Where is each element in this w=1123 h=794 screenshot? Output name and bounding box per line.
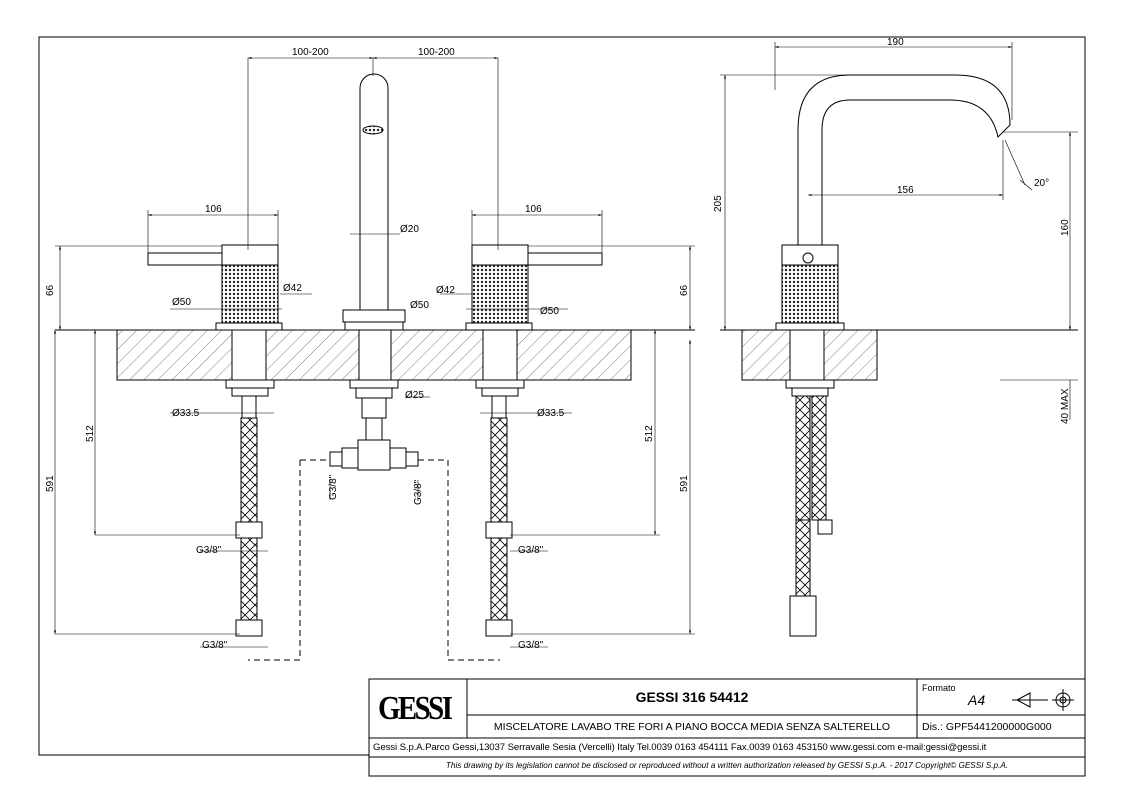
dim-side-spout-height: 160 — [1060, 219, 1071, 236]
dim-tee-right: G3/8" — [413, 479, 424, 505]
dim-handle-right: 106 — [525, 204, 542, 215]
left-hose — [235, 417, 263, 637]
format-value: A4 — [968, 692, 986, 708]
gessi-logo: GESSI — [378, 684, 460, 734]
dim-total-right: 591 — [679, 475, 690, 492]
right-hose — [485, 417, 513, 637]
dim-thread-right-top: G3/8" — [518, 545, 544, 556]
dim-shank-left: Ø33.5 — [172, 408, 200, 419]
title-block — [368, 678, 1086, 777]
dim-spacing-right: 100-200 — [418, 47, 455, 58]
dim-total-left: 591 — [45, 475, 56, 492]
page-frame — [38, 36, 1086, 756]
dim-spout-base: Ø50 — [410, 300, 429, 311]
dim-thread-left-top: G3/8" — [196, 545, 222, 556]
dim-hose-left: 512 — [85, 425, 96, 442]
drawing-number: Dis.: GPF5441200000G000 — [922, 721, 1052, 733]
front-view — [55, 73, 695, 661]
dim-flange-right: Ø50 — [540, 306, 559, 317]
dim-side-deck: 40 MAX — [1060, 388, 1071, 424]
side-view — [720, 74, 1078, 637]
dim-thread-left-bottom: G3/8" — [202, 640, 228, 651]
dim-flange-left: Ø50 — [172, 297, 191, 308]
gessi-logo-text: GESSI — [378, 690, 453, 727]
dim-body-left: Ø42 — [283, 283, 302, 294]
product-description: MISCELATORE LAVABO TRE FORI A PIANO BOCC… — [493, 721, 891, 733]
spout — [329, 73, 419, 471]
dimension-labels: 100-200 100-200 106 106 Ø20 Ø50 Ø42 Ø42 … — [45, 37, 1071, 651]
dim-side-projection: 156 — [897, 185, 914, 196]
dim-height-left: 66 — [45, 284, 56, 296]
company-info: Gessi S.p.A.Parco Gessi,13037 Serravalle… — [373, 742, 987, 753]
left-mixer-body — [147, 244, 283, 419]
dim-side-height: 205 — [713, 195, 724, 212]
dim-spout-diameter: Ø20 — [400, 224, 419, 235]
dim-handle-left: 106 — [205, 204, 222, 215]
dim-body-right: Ø42 — [436, 285, 455, 296]
dim-spacing-left: 100-200 — [292, 47, 329, 58]
format-label: Formato — [922, 683, 956, 693]
dim-thread-right-bottom: G3/8" — [518, 640, 544, 651]
dim-tee-left: G3/8" — [328, 474, 339, 500]
dim-spout-shank: Ø25 — [405, 390, 424, 401]
dim-shank-right: Ø33.5 — [537, 408, 565, 419]
projection-symbol-icon — [1012, 689, 1074, 711]
dim-hose-right: 512 — [644, 425, 655, 442]
dim-height-right: 66 — [679, 284, 690, 296]
right-mixer-body — [465, 244, 603, 419]
copyright-notice: This drawing by its legislation cannot b… — [445, 761, 1009, 770]
dim-side-reach: 190 — [887, 37, 904, 48]
product-code: GESSI 316 54412 — [635, 689, 749, 705]
dim-side-angle: 20° — [1034, 178, 1049, 189]
